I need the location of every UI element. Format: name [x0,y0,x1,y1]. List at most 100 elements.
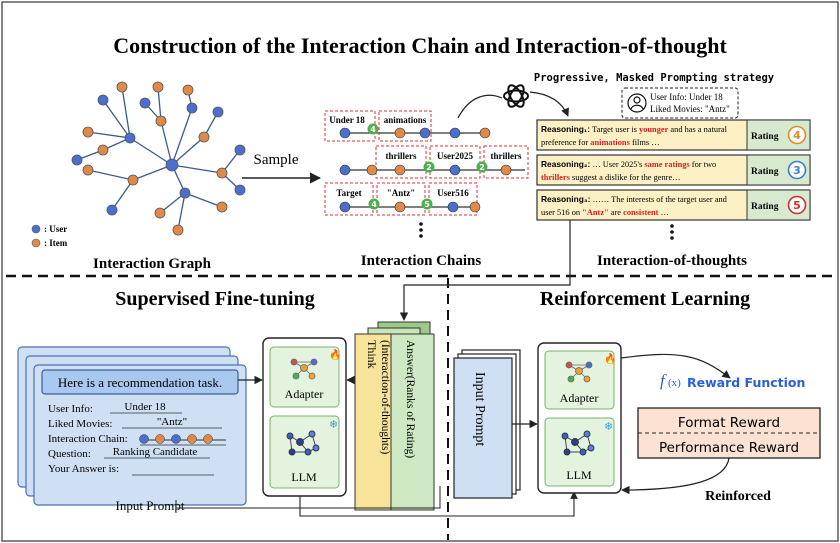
rating-number: 3 [793,164,801,177]
thought-line2: preference for animations films … [541,138,660,147]
item-node [152,81,164,93]
rl-input-prompt: Input Prompt [472,372,487,446]
chain-tag: User2025 [437,151,473,161]
fire-icon: 🔥 [329,348,341,361]
liked-movies-label: Liked Movies: [48,418,112,430]
thought-item: Reasoning₂:… User 2025's same ratings fo… [536,154,811,186]
thought-label: Reasoning₂: [541,159,590,169]
performance-reward: Performance Reward [659,440,799,456]
thought-line1: Reasoning₁:Target user is younger and ha… [541,124,728,134]
graph-nodes [71,81,246,236]
item-node [116,81,128,93]
rating-circle [787,125,807,145]
thought-label: Reasoning₁: [541,124,590,134]
rating-label: Rating [751,132,779,142]
think-sublabel: (Interaction-of-thoughts) [379,340,391,454]
thought-line2: thrillers suggest a dislike for the genr… [541,173,681,182]
user-info-label: User Info: [48,403,93,415]
item-node [82,126,94,138]
thought-line1: Reasoning₃:…… The interests of the targe… [541,194,728,204]
chain-tag: thrillers [491,151,522,161]
format-reward: Format Reward [678,415,780,431]
reward-function-label: Reward Function [687,375,805,390]
thought-more-dot [670,236,674,240]
thought-label: Reasoning₃: [541,194,590,204]
thoughts-caption: Interaction-of-thoughts [597,253,747,269]
think-card [354,333,392,511]
answer-label: Your Answer is: [48,463,119,475]
rl-adapter-box [544,350,615,410]
rl-llm-label: LLM [566,468,592,482]
chain-box [375,145,427,179]
snowflake-icon: ❄ [604,421,613,433]
liked-movies-value: "Antz" [157,416,187,428]
sft-to-rl-arrow [299,491,578,517]
rl-prompt-card [453,357,513,499]
sft-input-prompt: Input Prompt [116,498,185,513]
rating-circle [787,195,807,215]
question-label: Question: [48,448,91,460]
think-label: Think [365,340,379,369]
openai-logo-icon [503,84,529,108]
chain-tag: Target [336,188,361,198]
main-title: Construction of the Interaction Chain an… [113,33,727,58]
chain-tag: "Antz" [387,188,416,198]
rating-badge [476,161,488,173]
answer-label: Answer(Ranks of Rating) [404,340,416,458]
interaction-of-thoughts: Reasoning₁:Target user is younger and ha… [536,119,811,221]
rl-adapter-label: Adapter [560,391,599,405]
llm-network-icon [561,430,595,456]
item-node [216,167,228,179]
user-node [186,102,198,114]
adapter-network-icon [565,361,593,383]
rating-badge [421,198,433,210]
legend-user: : User [44,224,67,234]
sft-llm-label: LLM [291,470,317,484]
rating-value: 5 [424,200,430,209]
chain-tag: User516 [437,188,469,198]
thought-item: Reasoning₃:…… The interests of the targe… [536,189,811,221]
legend-item: : Item [44,238,68,248]
item-node [216,201,228,213]
user-node [234,184,246,196]
prompting-strategy: Progressive, Masked Prompting strategy [534,72,775,84]
rating-badge [367,123,379,135]
user-info-line2: Liked Movies: "Antz" [650,104,730,114]
graph-caption: Interaction Graph [93,256,212,272]
item-node [172,224,184,236]
chain-tag: thrillers [386,151,417,161]
user-info-box [621,87,739,119]
answer-card [389,333,435,511]
prompt-header-box [41,369,239,395]
item-node [155,115,167,127]
prompt-card [33,364,247,506]
chain-box [378,110,432,142]
function-icon-x: (x) [668,377,681,389]
user-info-value: Under 18 [124,401,166,413]
snowflake-icon: ❄ [329,419,338,431]
chain-tag: Under 18 [329,115,365,125]
legend-item-swatch [31,238,41,248]
interaction-chains: Under 18 animations 4 thrillers User2025… [324,110,529,238]
rating-value: 4 [371,200,377,209]
llm-network-icon [286,430,320,456]
rl-title: Reinforcement Learning [540,288,750,310]
user-node [234,144,246,156]
user-node [212,106,224,118]
rating-circle [787,160,807,180]
thought-more-dot [670,224,674,228]
reinforced-arrow [621,457,730,495]
prompt-header: Here is a recommendation task. [58,375,222,390]
adapter-network-icon [290,358,318,380]
llm-to-thought-arrow [529,91,569,117]
reinforced-label: Reinforced [705,489,771,504]
interaction-chain-label: Interaction Chain: [48,433,128,445]
item-node [198,131,210,143]
item-node [82,164,94,176]
user-avatar-icon [627,93,647,113]
user-node [106,204,118,216]
user-node [97,94,109,106]
sft-title: Supervised Fine-tuning [115,288,314,310]
sft-adapter-box [269,346,340,408]
fire-icon: 🔥 [604,352,616,365]
